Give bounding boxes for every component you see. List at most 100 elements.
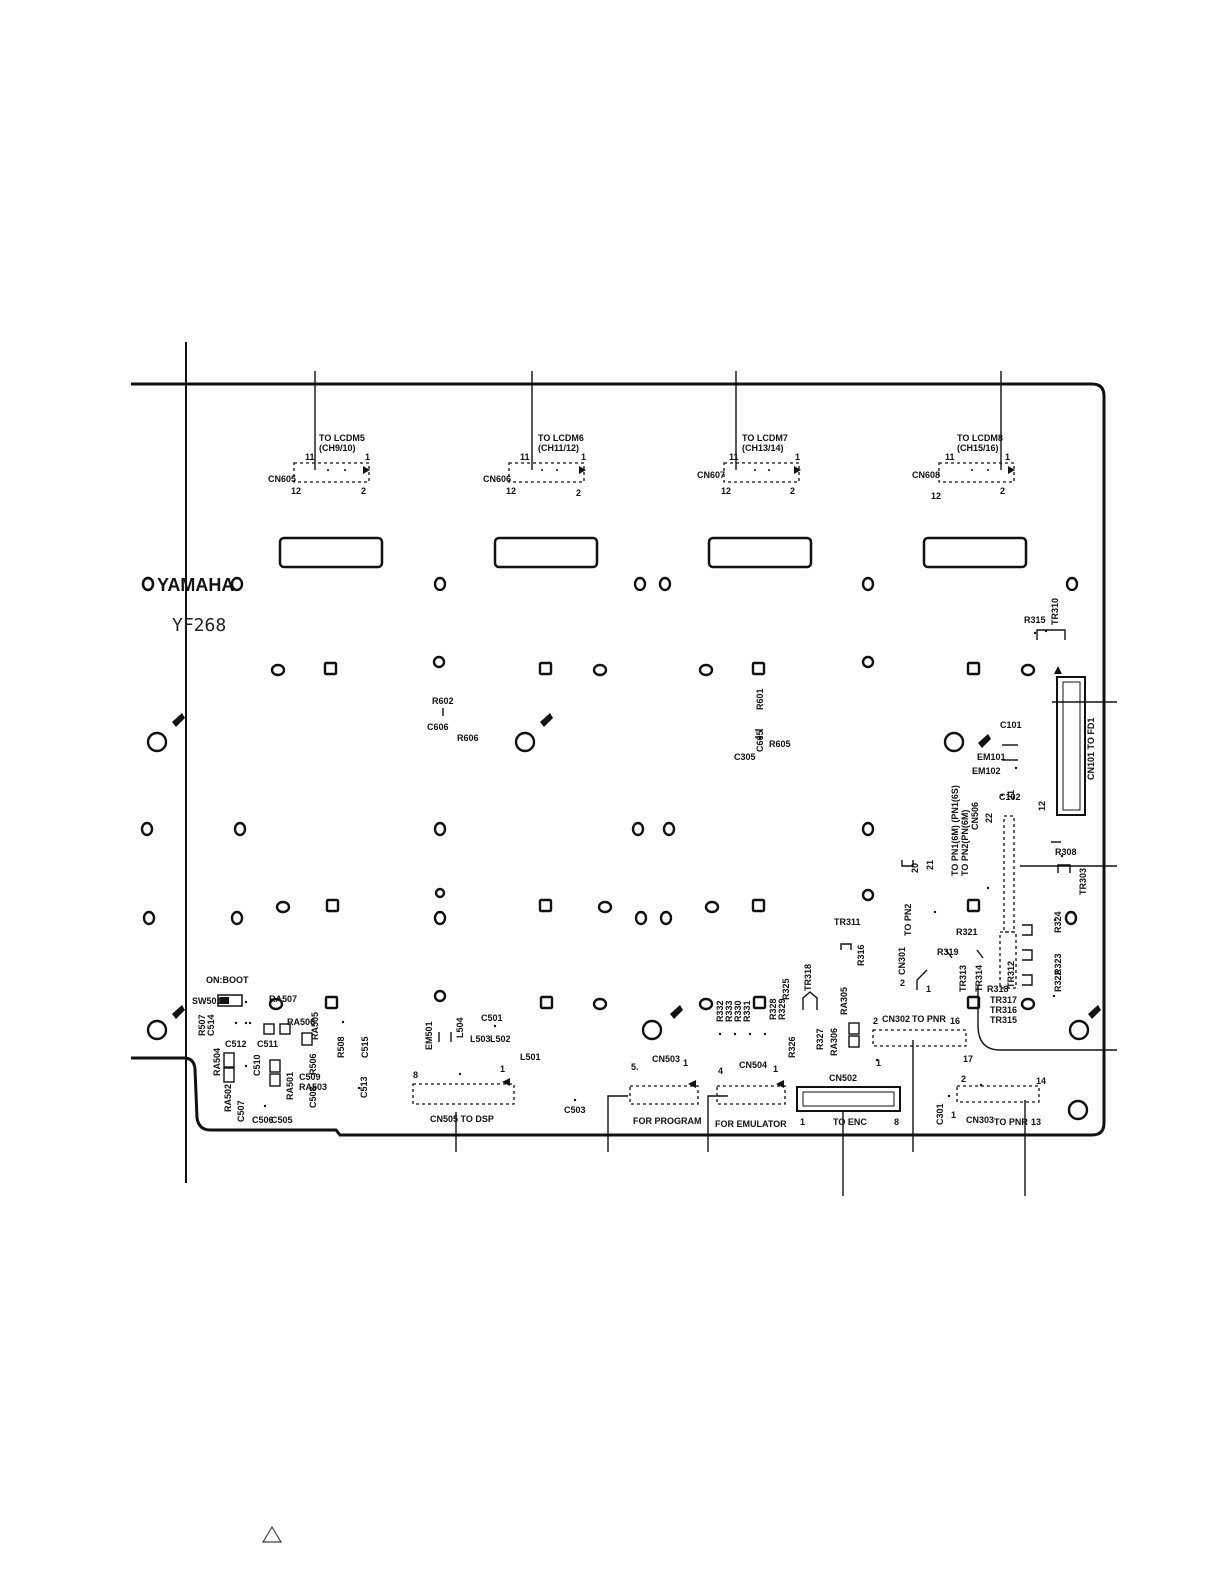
r327-label: R327	[815, 1028, 825, 1050]
ra502-label: RA502	[223, 1084, 233, 1112]
cn503-ref: CN503	[652, 1054, 680, 1064]
header-labels: TO LCDM5 (CH9/10) 11 1 CN605 12 2 TO LCD…	[268, 433, 1010, 501]
switch-labels: ON:BOOT SW501	[192, 975, 249, 1006]
cn301-pin21: 21	[925, 860, 935, 870]
cn504-pin4: 4	[718, 1066, 723, 1076]
r601-label: R601	[755, 688, 765, 710]
cn607-sub: (CH13/14)	[742, 443, 784, 453]
c511-label: C511	[257, 1039, 278, 1049]
ra505-label: RA505	[310, 1012, 320, 1040]
r323-label: R323	[1053, 953, 1063, 975]
ra503-label: RA503	[299, 1082, 327, 1092]
c510-label: C510	[252, 1054, 262, 1076]
cn605-pin12: 12	[291, 486, 301, 496]
cn608-ref: CN608	[912, 470, 940, 480]
cn503-pin1: 1	[683, 1058, 688, 1068]
r308-label: R308	[1055, 847, 1077, 857]
r332-label: R332	[715, 1000, 725, 1022]
tr313-label: TR313	[958, 965, 968, 992]
c605-label: C605	[755, 730, 765, 752]
r322-label: R322	[1053, 970, 1063, 992]
cn608-pin12: 12	[931, 491, 941, 501]
cn303-pin13: 13	[1031, 1117, 1041, 1127]
r324-label: R324	[1053, 911, 1063, 933]
cn506-line2: TO PN2(PN(6M)	[960, 810, 970, 876]
cn606-title: TO LCDM6	[538, 433, 584, 443]
r507-label: R507	[197, 1014, 207, 1036]
component-marks	[223, 629, 1071, 1087]
cn301-label: TO PN2	[903, 904, 913, 936]
cn606-pin1: 1	[581, 452, 586, 462]
cn605-title: TO LCDM5	[319, 433, 365, 443]
bottom-connector-labels: CN505 TO DSP 8 1 CN503 5. 1 FOR PROGRAM …	[413, 1014, 1046, 1129]
boot-switch	[217, 994, 243, 1007]
r318-label: R318	[987, 984, 1009, 994]
cn605-ref: CN605	[268, 474, 296, 484]
tr315-label: TR315	[990, 1015, 1017, 1025]
ra306-label: RA306	[829, 1028, 839, 1056]
pin1-markers	[363, 466, 1062, 1088]
c102-label: C102	[999, 792, 1021, 802]
model-text: YF268	[172, 615, 226, 636]
cn303-pin14: 14	[1036, 1076, 1046, 1086]
r330-label: R330	[733, 1000, 743, 1022]
tr314-label: TR314	[974, 965, 984, 992]
c503-label: C503	[564, 1105, 586, 1115]
cn608-pin11: 11	[945, 452, 955, 462]
cn608-title: TO LCDM8	[957, 433, 1003, 443]
r329-label: R329	[777, 998, 787, 1020]
r321-label: R321	[956, 927, 978, 937]
cn302-pin16: 16	[950, 1016, 960, 1026]
c515-label: C515	[360, 1036, 370, 1058]
tr312-label: TR312	[1006, 961, 1016, 988]
tr303-label: TR303	[1078, 868, 1088, 895]
cn506-pin22: 22	[984, 813, 994, 823]
screw-icons	[172, 713, 1101, 1019]
r316-label: R316	[856, 944, 866, 966]
ra506-label: RA506	[287, 1017, 315, 1027]
leader-lines	[314, 371, 1117, 1196]
c512-label: C512	[225, 1039, 247, 1049]
c509-label: C509	[299, 1072, 321, 1082]
component-labels: R602 C606 R606 R601 C605 R605 C305 R315 …	[197, 598, 1088, 1125]
cn607-ref: CN607	[697, 470, 725, 480]
c508-label: C508	[308, 1086, 318, 1108]
cn606-ref: CN606	[483, 474, 511, 484]
r326-label: R326	[787, 1036, 797, 1058]
r333-label: R333	[724, 1000, 734, 1022]
tr316-label: TR316	[990, 1005, 1017, 1015]
c101-label: C101	[1000, 720, 1022, 730]
cn302-pin2: 2	[873, 1016, 878, 1026]
cn606-pin2: 2	[576, 488, 581, 498]
r331-label: R331	[742, 1000, 752, 1022]
c606-label: C606	[427, 722, 449, 732]
cn607-title: TO LCDM7	[742, 433, 788, 443]
r602-label: R602	[432, 696, 454, 706]
cn502-pin8: 8	[894, 1117, 899, 1127]
cn301-ref: CN301	[897, 947, 907, 975]
cn506-pin21: 21	[1006, 790, 1016, 800]
r328-label: R328	[768, 998, 778, 1020]
cn303-pin1: 1	[951, 1110, 956, 1120]
board-outline	[131, 342, 1106, 1183]
l502-label: L502	[490, 1034, 511, 1044]
cn605-pin11: 11	[305, 452, 315, 462]
c501-label: C501	[481, 1013, 503, 1023]
cn608-pin1: 1	[1005, 452, 1010, 462]
r508-label: R508	[336, 1036, 346, 1058]
r315-label: R315	[1024, 615, 1046, 625]
cn504-pin1: 1	[773, 1064, 778, 1074]
brand-text: YAMAHA	[157, 575, 234, 595]
r606-label: R606	[457, 733, 479, 743]
cn504-ref: CN504	[739, 1060, 767, 1070]
brand-logo: YAMAHA YF268	[141, 575, 234, 636]
mounting-holes	[140, 576, 1090, 1121]
cn503-pin5: 5.	[631, 1062, 639, 1072]
cn302-ref: CN302	[882, 1014, 910, 1024]
c507-label: C507	[236, 1100, 246, 1122]
l503-label: L503	[470, 1034, 491, 1044]
cn302-pin1: 1	[876, 1058, 881, 1068]
cn301-pin1: 1	[926, 984, 931, 994]
tr311-label: TR311	[834, 917, 861, 927]
